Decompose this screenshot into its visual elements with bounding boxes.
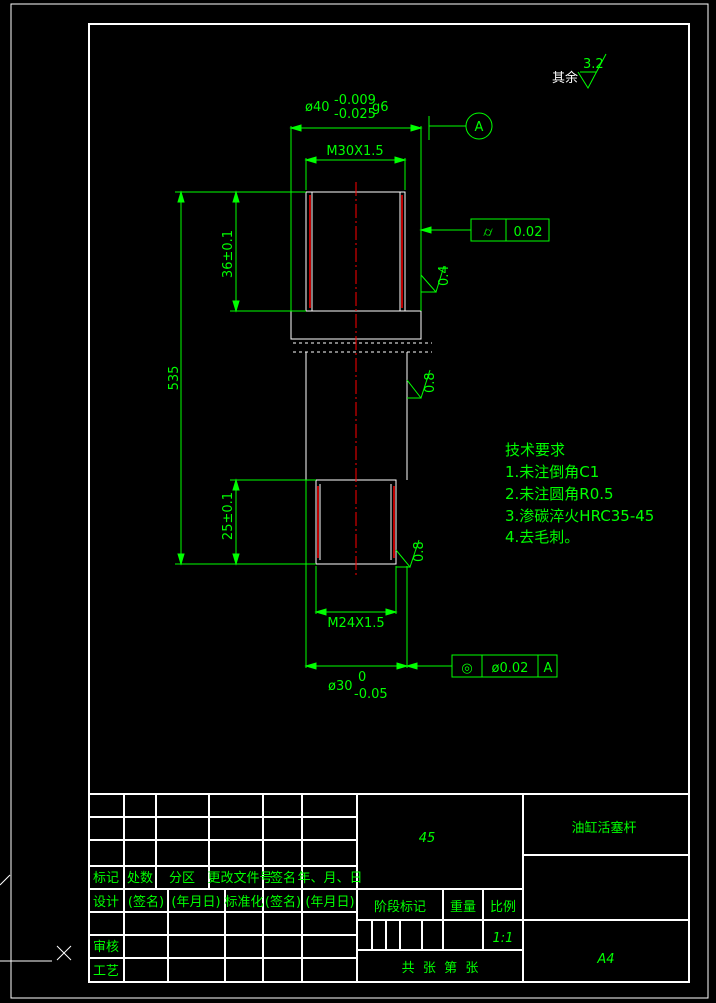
crosshair-x-mark	[56, 945, 72, 961]
note-item: 4.去毛刺。	[505, 528, 579, 546]
standardization-label: 标准化	[224, 895, 263, 910]
roughness-prefix: 其余	[552, 70, 578, 86]
cylindricity-symbol-icon: ⌭	[483, 225, 493, 240]
title-block	[89, 793, 689, 982]
rev-header-doc: 更改文件号	[207, 871, 272, 886]
top-thread-length-label: 36±0.1	[221, 230, 236, 278]
part-name: 油缸活塞杆	[571, 820, 636, 836]
material-label: 45	[419, 831, 436, 846]
roughness-value: 3.2	[583, 57, 604, 72]
scale-value: 1:1	[493, 931, 514, 946]
roughness-c-value: 0.8	[412, 541, 427, 562]
sheet-count: 共 张 第 张	[402, 961, 479, 976]
rev-header-mark: 标记	[93, 871, 119, 886]
shaft-diameter-lower-tol: -0.05	[354, 687, 388, 702]
design-date: (年月日)	[171, 895, 220, 910]
note-item: 1.未注倒角C1	[505, 463, 599, 481]
head-diameter-fit: g6	[372, 100, 389, 115]
cylindricity-value: 0.02	[514, 225, 543, 240]
shaft-diameter-label: ø30	[328, 679, 353, 694]
bottom-thread-label: M24X1.5	[327, 616, 384, 631]
bottom-thread-length-label: 25±0.1	[221, 492, 236, 540]
rev-header-count: 处数	[127, 871, 153, 886]
roughness-b-value: 0.8	[423, 372, 438, 393]
roughness-a-value: 0.4	[437, 265, 452, 286]
head-diameter-upper-tol: -0.009	[334, 93, 376, 108]
stage-mark-label: 阶段标记	[374, 900, 426, 915]
cylindricity-frame: ⌭ 0.02	[470, 218, 550, 242]
review-label: 审核	[93, 940, 119, 955]
scale-label: 比例	[490, 900, 516, 915]
dimension-lines	[175, 112, 493, 670]
inner-frame	[88, 23, 690, 983]
rev-header-sign: 签名	[270, 870, 296, 886]
rev-header-zone: 分区	[169, 871, 195, 886]
head-diameter-label: ø40	[305, 100, 330, 115]
total-length-label: 535	[167, 366, 182, 391]
design-sign: (签名)	[128, 894, 164, 910]
head-diameter-lower-tol: -0.025	[334, 107, 376, 122]
coaxiality-datum: A	[544, 661, 553, 676]
coaxiality-symbol-icon: ◎	[461, 661, 472, 676]
crosshair-x-mark	[0, 874, 11, 886]
shaft-diameter-upper-tol: 0	[358, 670, 366, 685]
rev-header-date: 年、月、日	[297, 871, 362, 886]
part-outline	[290, 191, 432, 565]
coaxiality-frame: ◎ ø0.02 A	[451, 654, 558, 678]
coaxiality-value: ø0.02	[492, 661, 529, 676]
design-label: 设计	[93, 895, 119, 910]
datum-a-label: A	[475, 120, 484, 135]
note-item: 2.未注圆角R0.5	[505, 485, 614, 503]
technical-requirements: 技术要求 1.未注倒角C1 2.未注圆角R0.5 3.渗碳淬火HRC35-45 …	[505, 441, 654, 546]
notes-title: 技术要求	[505, 441, 565, 459]
standardization-sign: (签名)	[265, 894, 301, 910]
top-thread-label: M30X1.5	[326, 144, 383, 159]
weight-label: 重量	[450, 899, 476, 915]
thread-minor-lines	[309, 195, 403, 558]
process-label: 工艺	[93, 964, 119, 979]
note-item: 3.渗碳淬火HRC35-45	[505, 507, 654, 525]
surface-roughness-symbol: 其余 3.2	[552, 53, 607, 90]
sheet-size: A4	[596, 952, 614, 967]
standardization-date: (年月日)	[305, 895, 354, 910]
outer-frame	[10, 3, 709, 999]
